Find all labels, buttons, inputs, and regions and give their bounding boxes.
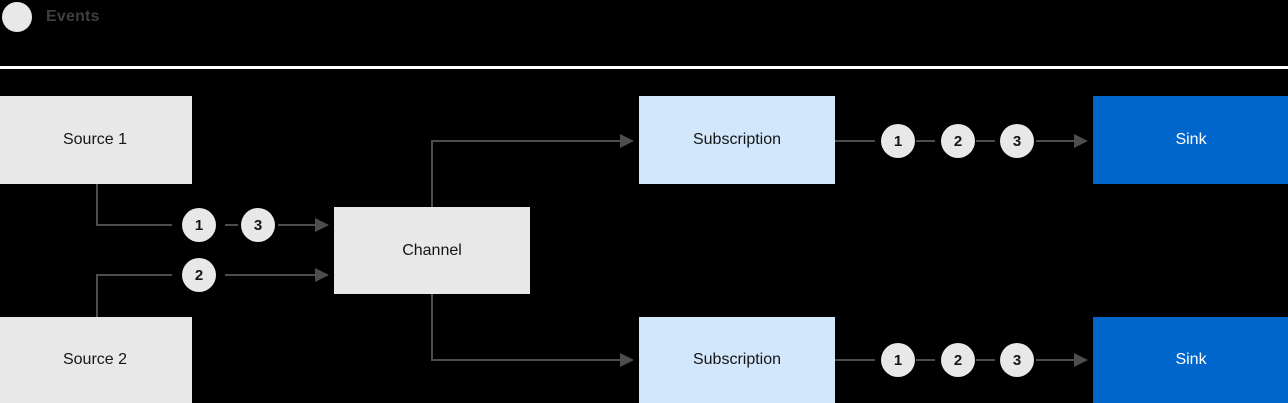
event-token: 1 xyxy=(881,124,915,158)
event-token: 2 xyxy=(941,343,975,377)
node-sink-2[interactable]: Sink xyxy=(1093,317,1288,403)
node-sink-1[interactable]: Sink xyxy=(1093,96,1288,184)
event-token: 1 xyxy=(881,343,915,377)
legend-label: Events xyxy=(46,8,100,25)
node-sink-1-label: Sink xyxy=(1175,131,1207,148)
event-token: 3 xyxy=(1000,343,1034,377)
event-token: 2 xyxy=(941,124,975,158)
node-source-2[interactable]: Source 2 xyxy=(0,317,192,403)
event-dot-icon xyxy=(2,2,32,32)
node-subscription-2-label: Subscription xyxy=(692,351,782,368)
node-subscription-1-label: Subscription xyxy=(692,131,782,148)
node-channel-label: Channel xyxy=(402,241,462,259)
header-divider xyxy=(0,66,1288,69)
legend: Events xyxy=(0,0,100,34)
event-token: 3 xyxy=(241,208,275,242)
event-token: 2 xyxy=(182,258,216,292)
node-source-1[interactable]: Source 1 xyxy=(0,96,192,184)
node-subscription-2[interactable]: Subscription xyxy=(639,317,835,403)
node-source-1-label: Source 1 xyxy=(62,131,128,148)
node-source-2-label: Source 2 xyxy=(62,351,128,368)
node-sink-2-label: Sink xyxy=(1175,351,1207,368)
node-channel[interactable]: Channel xyxy=(334,207,530,294)
event-token: 3 xyxy=(1000,124,1034,158)
event-token: 1 xyxy=(182,208,216,242)
node-subscription-1[interactable]: Subscription xyxy=(639,96,835,184)
